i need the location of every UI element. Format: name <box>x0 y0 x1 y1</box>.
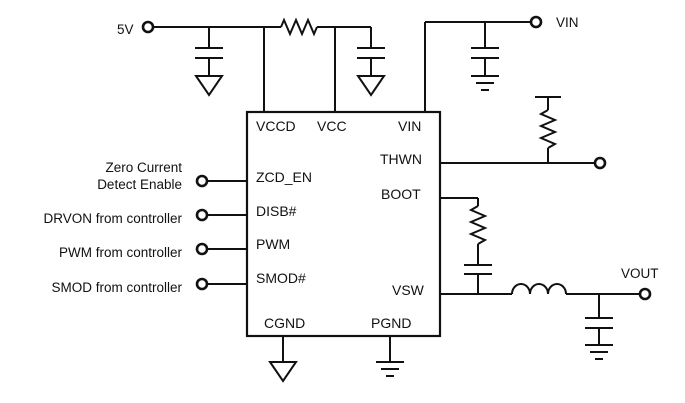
pin-pgnd: PGND <box>371 315 411 331</box>
ground-5v-cap-icon <box>194 75 224 97</box>
pin-vcc: VCC <box>317 118 347 134</box>
resistor-vccd-vcc <box>280 17 318 37</box>
terminal-5v <box>141 20 155 34</box>
ground-vout-cap-icon <box>585 344 613 360</box>
ic-body <box>245 110 442 338</box>
label-5v: 5V <box>117 22 134 37</box>
ground-vcc-cap-icon <box>356 75 386 97</box>
inductor-output <box>511 283 567 295</box>
terminal-vin <box>529 15 543 29</box>
terminal-thwn <box>593 156 607 170</box>
resistor-boot <box>468 205 488 245</box>
terminal-pwm <box>195 242 209 256</box>
label-smod: SMOD from controller <box>51 280 182 295</box>
label-zcd-line2: Detect Enable <box>97 177 182 192</box>
pin-thwn: THWN <box>380 151 422 167</box>
pin-boot: BOOT <box>381 186 421 202</box>
terminal-vout <box>638 287 652 301</box>
pin-vin: VIN <box>398 118 421 134</box>
terminal-zcd-en <box>195 174 209 188</box>
terminal-smod <box>195 277 209 291</box>
pin-zcd-en: ZCD_EN <box>256 169 312 185</box>
label-vout: VOUT <box>621 266 659 281</box>
pin-disb: DISB# <box>256 203 297 219</box>
label-vin: VIN <box>556 15 579 30</box>
pin-vccd: VCCD <box>256 118 296 134</box>
ground-vin-cap-icon <box>471 75 499 91</box>
resistor-thwn-pullup <box>538 109 558 149</box>
pin-cgnd: CGND <box>264 315 305 331</box>
pin-pwm: PWM <box>256 236 290 252</box>
label-drvon: DRVON from controller <box>43 211 182 226</box>
label-pwm-input: PWM from controller <box>59 245 183 260</box>
ground-cgnd-icon <box>268 361 298 383</box>
pin-smod: SMOD# <box>256 270 306 286</box>
terminal-drvon <box>195 208 209 222</box>
label-zcd-line1: Zero Current <box>105 160 182 175</box>
ground-pgnd-icon <box>376 361 404 377</box>
pin-vsw: VSW <box>392 282 425 298</box>
